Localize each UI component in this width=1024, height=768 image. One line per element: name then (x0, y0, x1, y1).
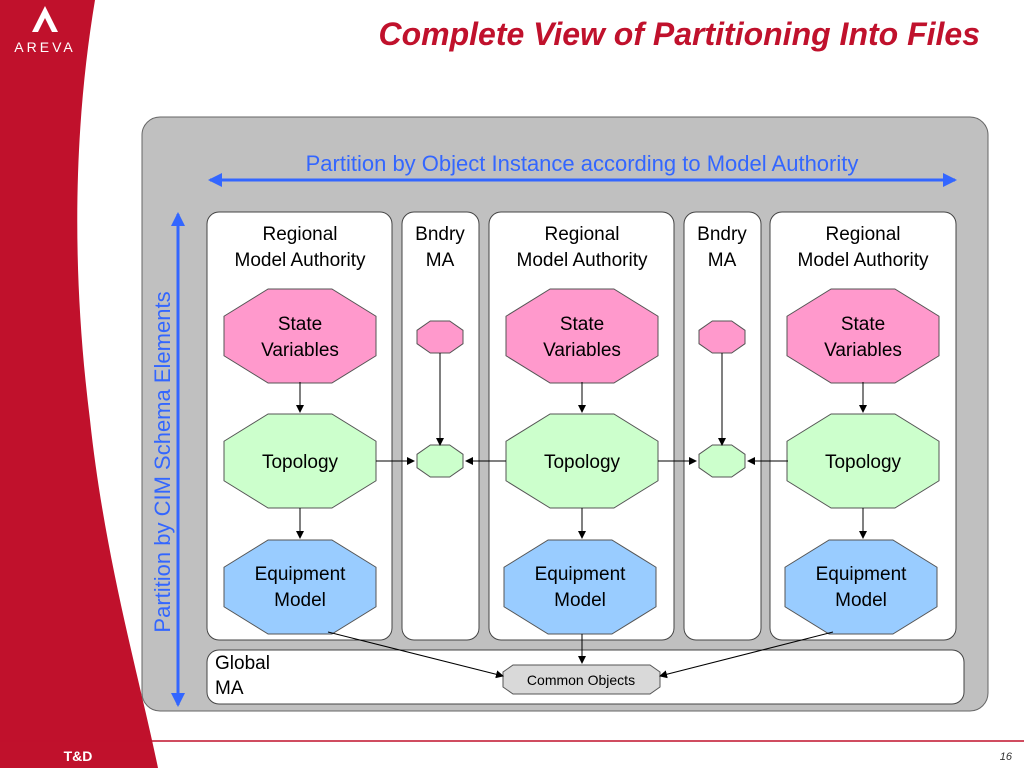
equipment-model-node-3 (784, 539, 938, 635)
equipment-model-3-line2: Model (835, 590, 887, 611)
topology-2-label: Topology (544, 452, 621, 473)
vertical-partition-label: Partition by CIM Schema Elements (150, 291, 175, 632)
brand-sidebar (0, 0, 158, 768)
boundary-state-node-1 (416, 320, 464, 354)
arrow-equipment3-common (659, 631, 834, 679)
boundary-header-2-line1: Bndry (697, 224, 747, 245)
regional-header-1-line1: Regional (263, 224, 338, 245)
areva-logo-icon (32, 6, 58, 32)
equipment-model-node-2 (503, 539, 657, 635)
state-variables-1-line1: State (278, 314, 322, 335)
brand-name: AREVA (14, 39, 75, 55)
equipment-model-2-line1: Equipment (535, 564, 627, 585)
equipment-model-1-line2: Model (274, 590, 326, 611)
page-number: 16 (1000, 751, 1013, 763)
state-variables-node-3 (786, 288, 940, 384)
boundary-header-1-line1: Bndry (415, 224, 465, 245)
state-variables-2-line1: State (560, 314, 604, 335)
footer-left-label: T&D (64, 748, 93, 764)
state-variables-3-line1: State (841, 314, 885, 335)
boundary-state-node-2 (698, 320, 746, 354)
state-variables-2-line2: Variables (543, 340, 621, 361)
equipment-model-3-line1: Equipment (816, 564, 908, 585)
regional-header-2-line2: Model Authority (517, 250, 648, 271)
regional-header-2-line1: Regional (545, 224, 620, 245)
state-variables-3-line2: Variables (824, 340, 902, 361)
global-label-line1: Global (215, 653, 270, 674)
equipment-model-2-line2: Model (554, 590, 606, 611)
state-variables-node-2 (505, 288, 659, 384)
regional-header-3-line2: Model Authority (798, 250, 929, 271)
equipment-model-node-1 (223, 539, 377, 635)
slide-title: Complete View of Partitioning Into Files (378, 16, 980, 52)
regional-header-3-line1: Regional (826, 224, 901, 245)
global-label-line2: MA (215, 678, 244, 699)
boundary-topology-node-1 (416, 444, 464, 478)
regional-header-1-line2: Model Authority (235, 250, 366, 271)
state-variables-1-line2: Variables (261, 340, 339, 361)
horizontal-partition-label: Partition by Object Instance according t… (306, 151, 859, 176)
topology-3-label: Topology (825, 452, 902, 473)
topology-node-3 (786, 413, 940, 509)
topology-1-label: Topology (262, 452, 339, 473)
topology-node-1 (223, 413, 377, 509)
topology-node-2 (505, 413, 659, 509)
boundary-header-2-line2: MA (708, 250, 737, 271)
state-variables-node-1 (223, 288, 377, 384)
common-objects-label: Common Objects (527, 672, 635, 688)
equipment-model-1-line1: Equipment (255, 564, 347, 585)
arrow-equipment1-common (327, 631, 504, 679)
boundary-topology-node-2 (698, 444, 746, 478)
boundary-header-1-line2: MA (426, 250, 455, 271)
